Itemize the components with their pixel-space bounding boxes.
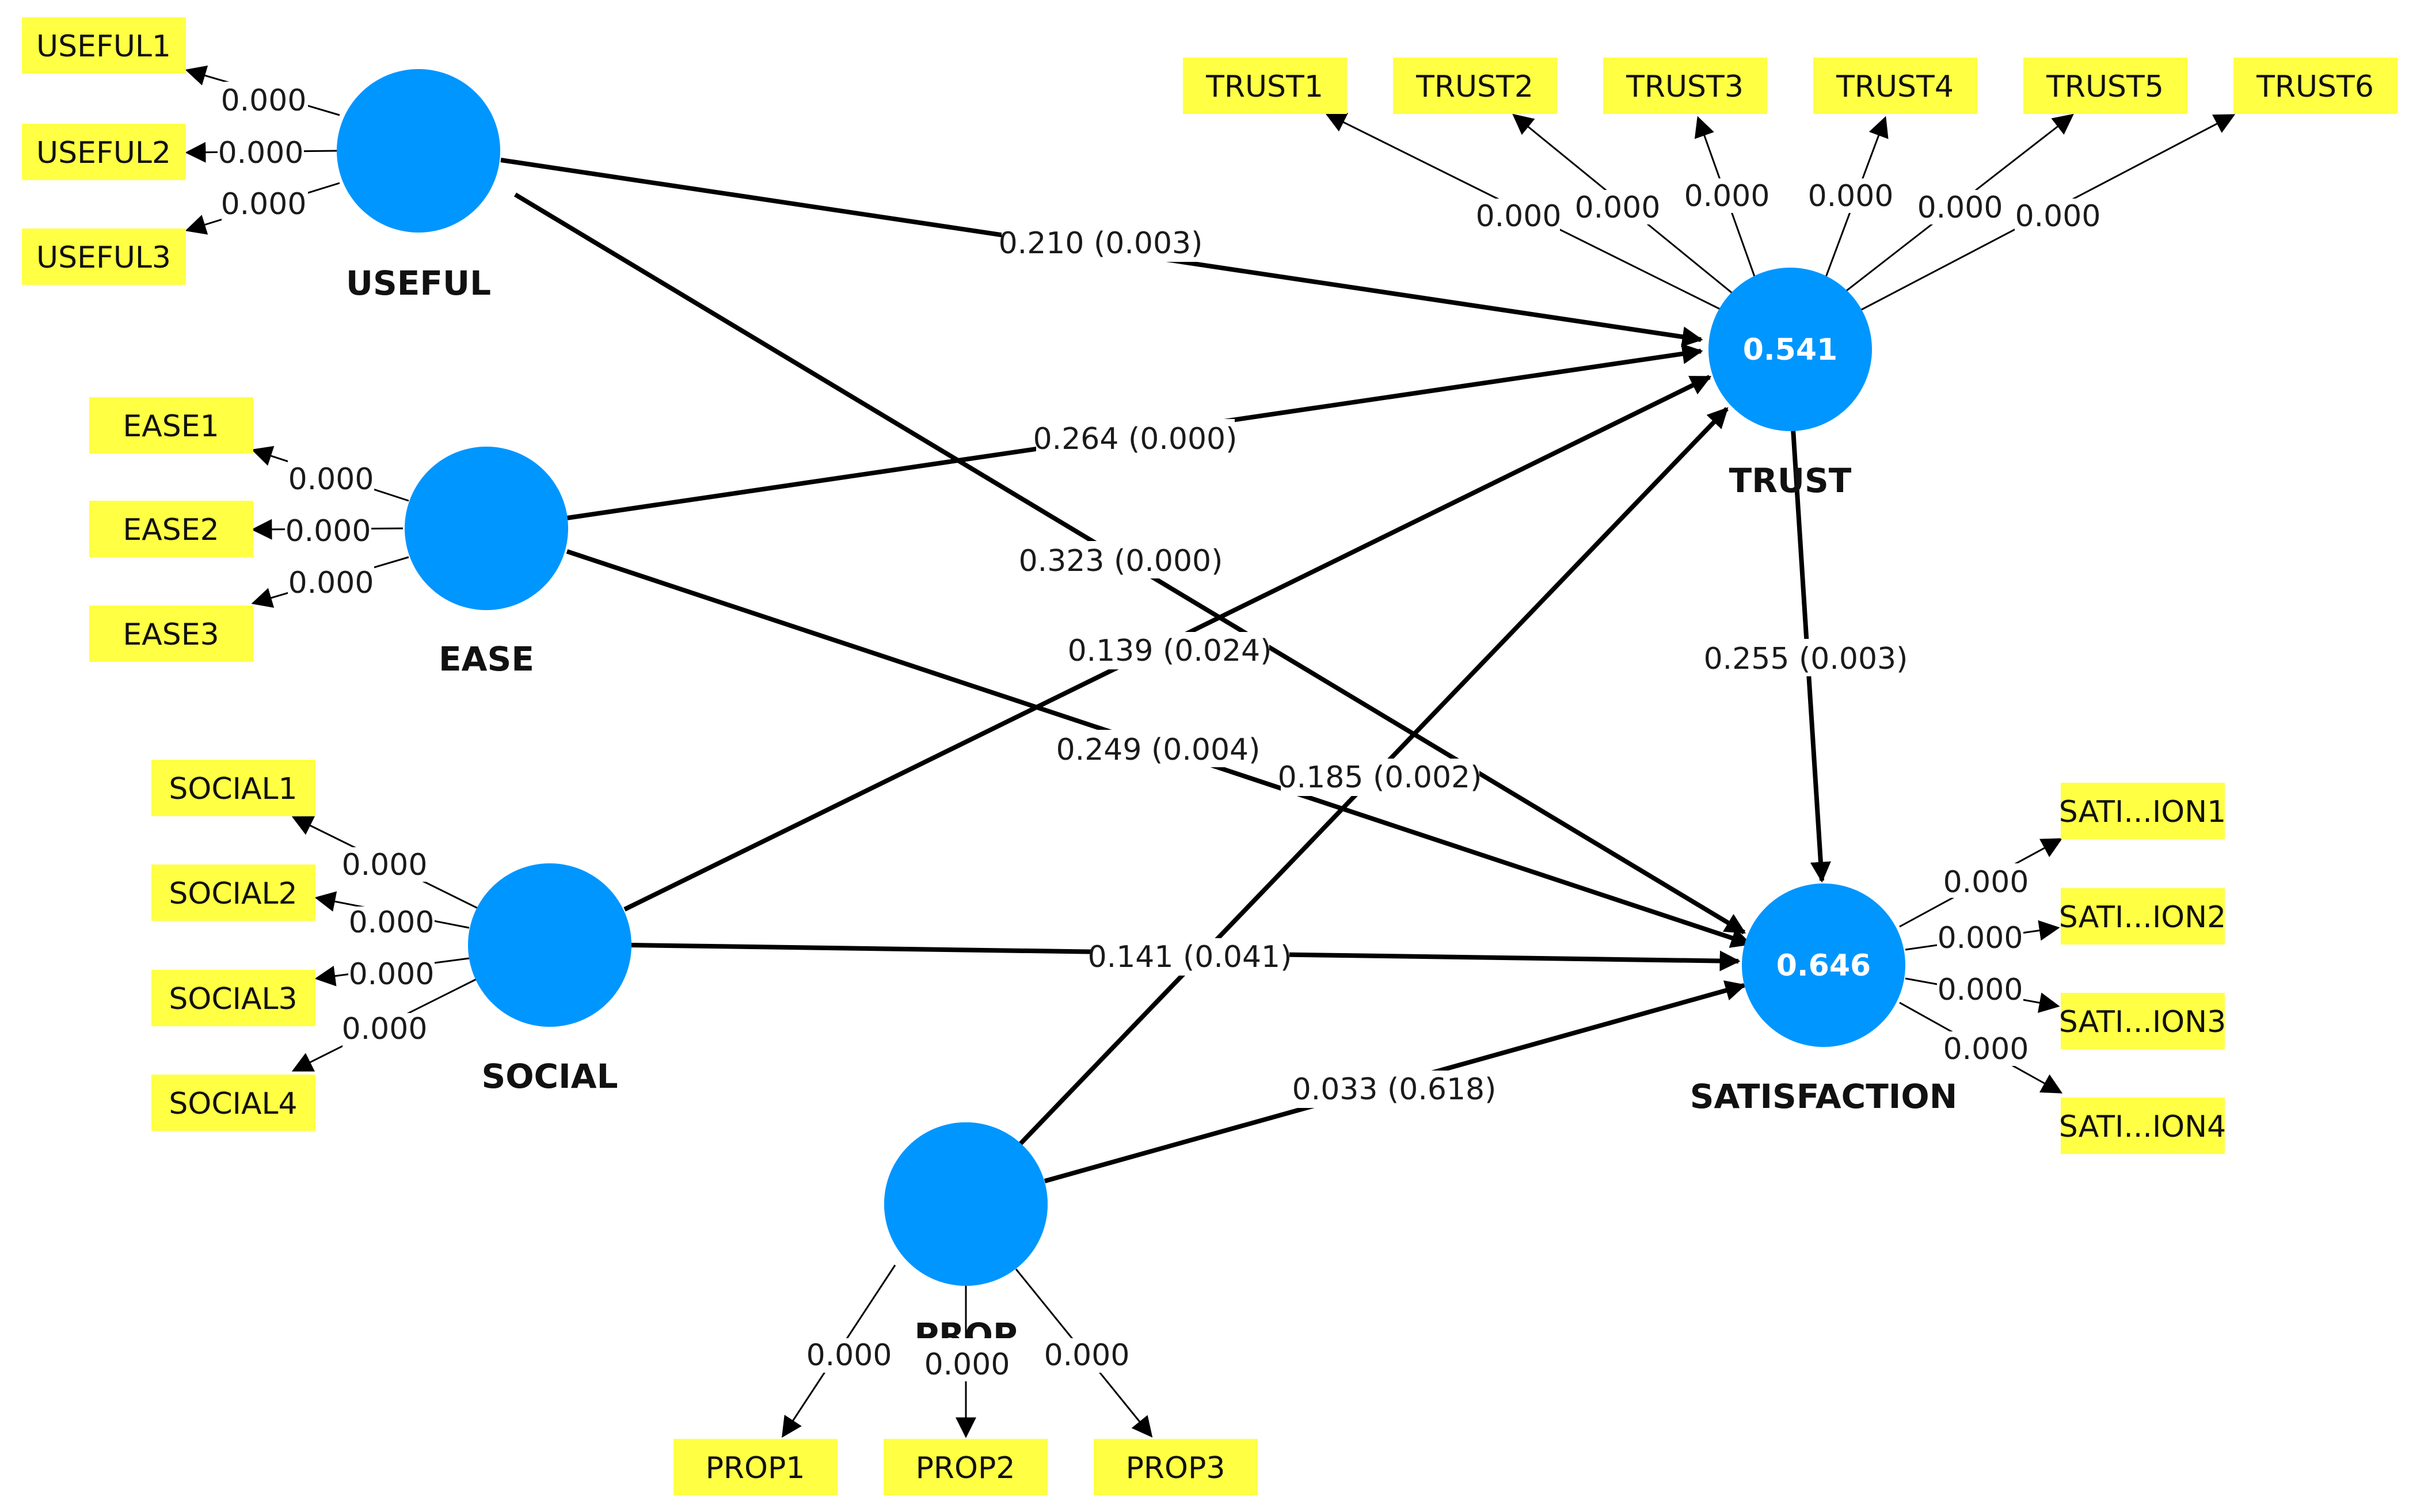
indicator-box[interactable] <box>673 1439 838 1495</box>
social-label: SOCIAL <box>481 1057 618 1096</box>
loading-labels: 0.000 0.000 0.000 0.000 0.000 0.000 0.00… <box>218 82 2101 1382</box>
indicator-label: TRUST5 <box>2046 70 2164 104</box>
coef-trust-satisfaction: 0.255 (0.003) <box>1704 642 1908 676</box>
loading-label: 0.000 <box>1808 179 1894 214</box>
loading-label: 0.000 <box>349 905 435 940</box>
coef-useful-trust: 0.210 (0.003) <box>999 226 1203 261</box>
satisfaction-r2-value: 0.646 <box>1776 949 1871 983</box>
indicator-box[interactable] <box>22 228 186 285</box>
loading-label: 0.000 <box>1044 1338 1130 1373</box>
ease-label: EASE <box>439 639 534 679</box>
indicator-label: TRUST3 <box>1626 70 1744 104</box>
loading-label: 0.000 <box>2015 199 2101 234</box>
indicator-label: USEFUL3 <box>36 241 171 275</box>
indicator-box[interactable] <box>2061 888 2225 944</box>
indicator-box[interactable] <box>884 1439 1048 1495</box>
trust-label: TRUST <box>1729 461 1852 500</box>
loading-label: 0.000 <box>1476 199 1562 234</box>
indicator-box[interactable] <box>89 501 253 557</box>
coef-social-satisfaction: 0.141 (0.041) <box>1088 940 1292 974</box>
coef-ease-satisfaction: 0.249 (0.004) <box>1056 733 1261 767</box>
indicator-label: EASE1 <box>123 409 219 444</box>
loading-label: 0.000 <box>806 1338 892 1373</box>
path-coefficient-labels: 0.210 (0.003) 0.264 (0.000) 0.323 (0.000… <box>999 224 1908 1108</box>
indicator-box[interactable] <box>151 970 315 1026</box>
indicator-label: SOCIAL3 <box>169 982 297 1016</box>
loading-label: 0.000 <box>349 957 435 992</box>
indicator-box[interactable] <box>1603 58 1767 114</box>
loading-label: 0.000 <box>1938 921 2023 955</box>
indicator-label: SOCIAL4 <box>169 1087 297 1121</box>
loading-label: 0.000 <box>288 566 374 600</box>
indicator-box[interactable] <box>1094 1439 1258 1495</box>
useful-label: USEFUL <box>346 264 491 303</box>
indicator-box[interactable] <box>2061 993 2225 1049</box>
indicator-box[interactable] <box>22 124 186 180</box>
loading-label: 0.000 <box>1943 1032 2029 1067</box>
indicator-box[interactable] <box>151 864 315 921</box>
indicator-label: TRUST1 <box>1205 70 1323 104</box>
latent-trust[interactable] <box>1708 268 1872 431</box>
indicator-label: SATI...ION4 <box>2059 1110 2226 1144</box>
loading-label: 0.000 <box>342 848 428 882</box>
loading-label: 0.000 <box>221 187 307 222</box>
indicator-box[interactable] <box>89 397 253 454</box>
loading-label: 0.000 <box>218 136 304 170</box>
indicator-label: SATI...ION3 <box>2059 1005 2226 1039</box>
indicator-label: TRUST2 <box>1415 70 1533 104</box>
loading-label: 0.000 <box>286 514 371 549</box>
indicator-box[interactable] <box>2233 58 2397 114</box>
structural-paths <box>500 158 1831 1183</box>
loading-label: 0.000 <box>1684 179 1770 214</box>
indicator-label: EASE2 <box>123 513 219 547</box>
coef-useful-satisfaction: 0.323 (0.000) <box>1019 544 1223 578</box>
indicator-label: SATI...ION1 <box>2059 795 2226 829</box>
indicator-box[interactable] <box>1183 58 1347 114</box>
latent-social[interactable] <box>468 863 631 1027</box>
loading-label: 0.000 <box>1575 191 1661 225</box>
loading-label: 0.000 <box>924 1347 1010 1382</box>
latent-satisfaction[interactable] <box>1742 883 1905 1047</box>
coef-prop-trust: 0.185 (0.002) <box>1278 760 1482 795</box>
indicator-box[interactable] <box>1393 58 1557 114</box>
indicator-label: USEFUL1 <box>36 29 171 64</box>
indicator-label: PROP1 <box>706 1451 805 1486</box>
coef-social-trust: 0.139 (0.024) <box>1068 634 1272 668</box>
indicator-label: TRUST6 <box>2256 70 2374 104</box>
indicator-box[interactable] <box>151 1075 315 1131</box>
indicators: USEFUL1 USEFUL2 USEFUL3 EASE1 EASE2 EASE… <box>22 17 2397 1495</box>
loading-label: 0.000 <box>1917 191 2003 225</box>
loading-label: 0.000 <box>288 462 374 497</box>
indicator-label: EASE3 <box>123 618 219 652</box>
indicator-box[interactable] <box>2061 783 2225 839</box>
indicator-label: SOCIAL2 <box>169 877 297 911</box>
satisfaction-label: SATISFACTION <box>1690 1077 1957 1116</box>
indicator-box[interactable] <box>89 605 253 662</box>
latent-ease[interactable] <box>405 447 568 610</box>
loading-label: 0.000 <box>342 1012 428 1046</box>
indicator-box[interactable] <box>1813 58 1977 114</box>
indicator-label: PROP3 <box>1126 1451 1226 1486</box>
trust-r2-value: 0.541 <box>1743 333 1837 367</box>
indicator-box[interactable] <box>22 17 186 74</box>
indicator-label: PROP2 <box>916 1451 1015 1486</box>
loading-label: 0.000 <box>1943 865 2029 900</box>
indicator-box[interactable] <box>2061 1098 2225 1154</box>
coef-prop-satisfaction: 0.033 (0.618) <box>1292 1072 1497 1107</box>
coef-ease-trust: 0.264 (0.000) <box>1033 422 1238 456</box>
indicator-box[interactable] <box>2023 58 2187 114</box>
prop-label-cover <box>884 1122 1048 1286</box>
indicator-box[interactable] <box>151 760 315 816</box>
loading-label: 0.000 <box>1938 973 2023 1007</box>
indicator-label: SOCIAL1 <box>169 772 297 806</box>
indicator-label: TRUST4 <box>1836 70 1954 104</box>
latent-useful[interactable] <box>337 69 500 233</box>
indicator-label: SATI...ION2 <box>2059 900 2226 935</box>
indicator-label: USEFUL2 <box>36 136 171 170</box>
loading-label: 0.000 <box>221 83 307 118</box>
